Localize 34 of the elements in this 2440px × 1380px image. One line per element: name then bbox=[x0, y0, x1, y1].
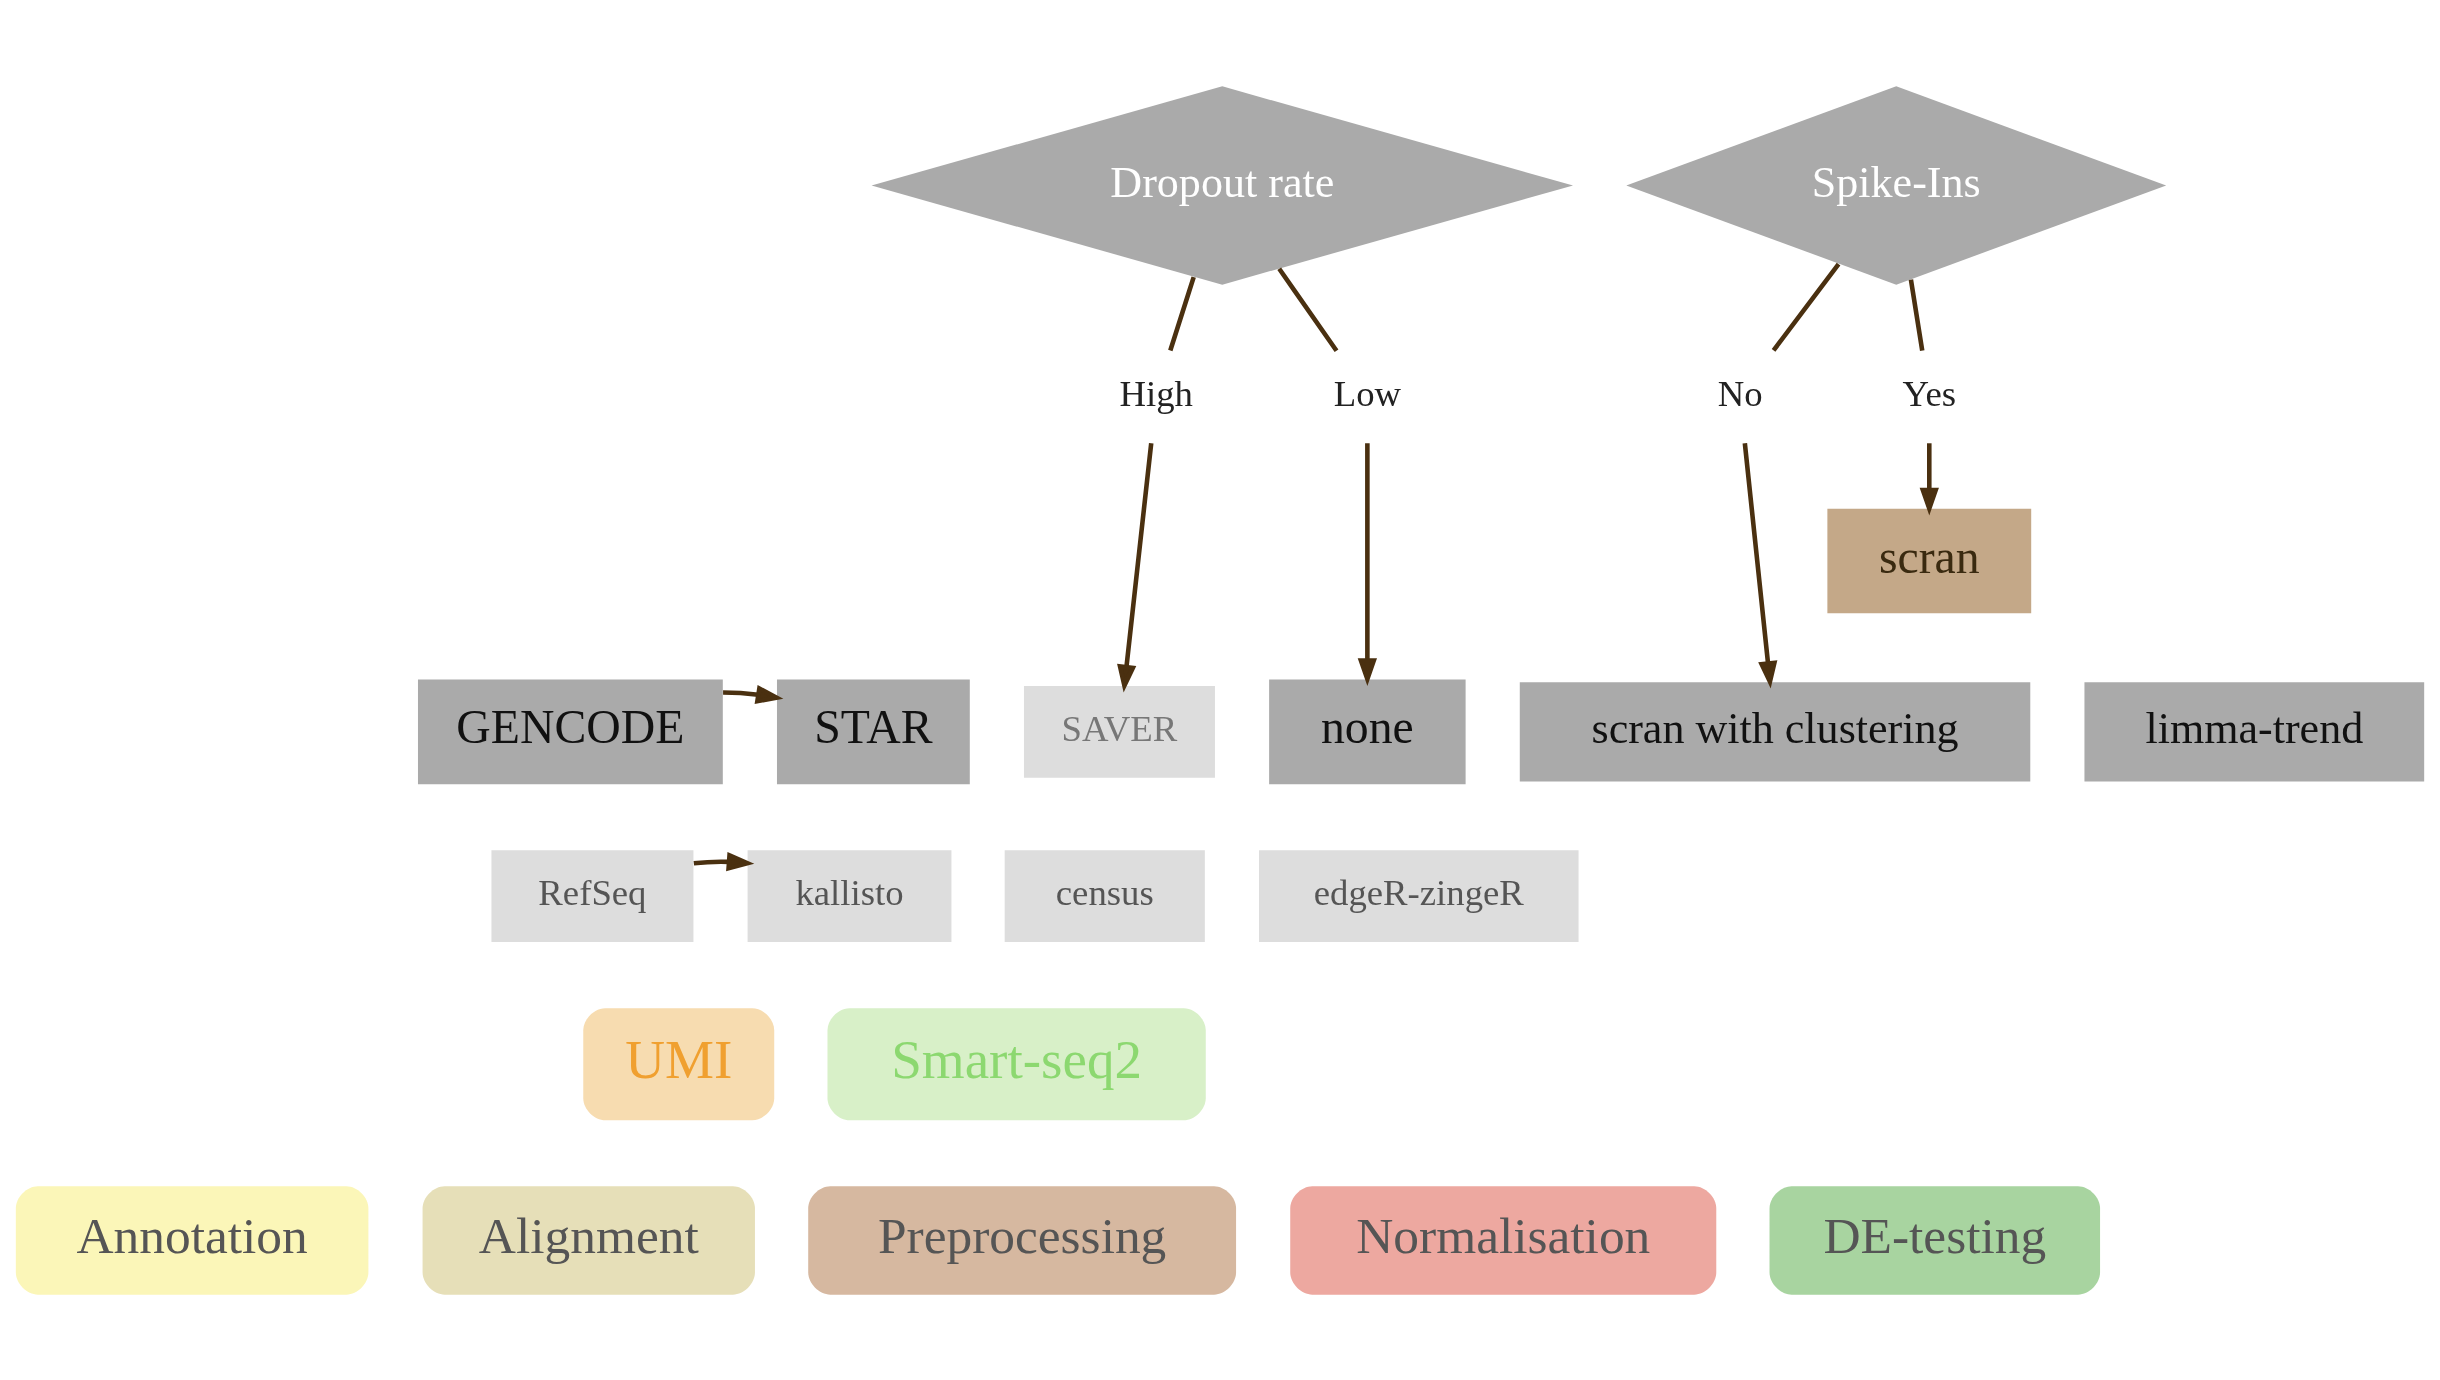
node-box: Annotation bbox=[15, 1185, 369, 1295]
node-box: Alignment bbox=[422, 1185, 755, 1295]
node-text: Low bbox=[1333, 372, 1402, 414]
arrow bbox=[1117, 442, 1154, 692]
node-box: census bbox=[1004, 849, 1205, 942]
arrow bbox=[693, 851, 755, 871]
node-box: scran with clustering bbox=[1519, 681, 2031, 781]
node-text: Yes bbox=[1902, 372, 1956, 414]
node-box: DE-testing bbox=[1769, 1185, 2101, 1295]
node-box: kallisto bbox=[747, 849, 952, 942]
node-text: No bbox=[1717, 372, 1763, 414]
node-box: Smart-seq2 bbox=[827, 1007, 1206, 1120]
node-box: GENCODE bbox=[418, 679, 723, 784]
node-text: High bbox=[1119, 372, 1193, 414]
node-box: SAVER bbox=[1023, 685, 1215, 778]
connector bbox=[1277, 266, 1339, 352]
node-diamond: Spike-Ins bbox=[1626, 85, 2167, 285]
node-box: limma-trend bbox=[2084, 681, 2425, 781]
connector bbox=[1168, 275, 1196, 351]
node-box: STAR bbox=[777, 679, 970, 784]
connector bbox=[1908, 278, 1925, 351]
node-box: scran bbox=[1827, 508, 2032, 613]
arrow bbox=[723, 684, 784, 704]
node-diamond: Dropout rate bbox=[871, 85, 1574, 285]
arrow bbox=[1919, 442, 1939, 515]
node-box: Preprocessing bbox=[808, 1185, 1237, 1295]
arrow bbox=[1357, 442, 1378, 686]
node-box: UMI bbox=[583, 1007, 775, 1120]
connector bbox=[1771, 262, 1841, 352]
node-box: none bbox=[1269, 679, 1466, 784]
arrow bbox=[1742, 442, 1778, 689]
node-box: RefSeq bbox=[491, 849, 694, 942]
node-box: edgeR-zingeR bbox=[1259, 849, 1579, 942]
node-box: Normalisation bbox=[1290, 1185, 1717, 1295]
